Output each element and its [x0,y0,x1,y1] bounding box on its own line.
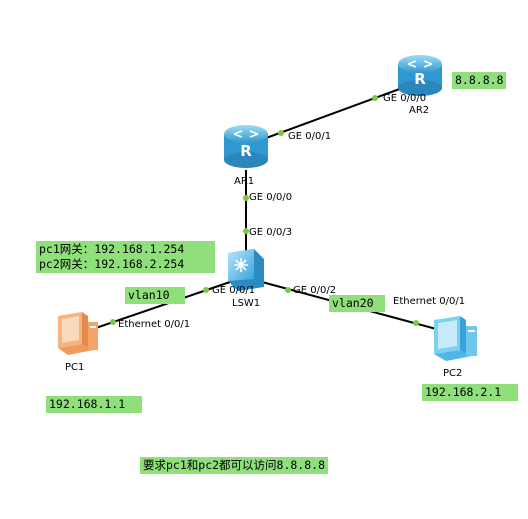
note-pc2-ip: 192.168.2.1 [422,384,518,401]
note-gateway-pc1: pc1网关：192.168.1.254 [39,242,185,256]
port-dot-lsw1-ge003 [243,228,249,234]
port-dot-ar1-ge001 [278,130,284,136]
note-ar2-ip: 8.8.8.8 [452,72,507,89]
pc-icon [434,316,477,361]
port-label-ar1-ge000: GE 0/0/0 [249,192,293,203]
note-vlan20: vlan20 [329,295,385,312]
pc-pc1[interactable] [52,310,102,358]
pc-icon [58,312,98,355]
port-label-lsw1-ge001: GE 0/0/1 [212,285,256,296]
port-label-pc2-eth: Ethernet 0/0/1 [393,296,466,307]
device-label-lsw1: LSW1 [232,298,261,309]
svg-text:R: R [414,70,426,88]
port-label-pc1-eth: Ethernet 0/0/1 [118,319,191,330]
device-label-ar2: AR2 [409,105,430,116]
port-dot-pc1-eth [110,319,116,325]
port-dot-lsw1-ge001 [203,287,209,293]
router-icon: R [224,125,268,168]
device-label-pc2: PC2 [443,368,463,379]
note-requirement: 要求pc1和pc2都可以访问8.8.8.8 [140,457,329,474]
port-dot-ar2-ge000 [372,95,378,101]
note-pc1-ip: 192.168.1.1 [46,396,142,413]
port-label-lsw1-ge003: GE 0/0/3 [249,227,293,238]
router-ar1[interactable]: R [222,124,270,170]
port-label-ar1-ge001: GE 0/0/1 [288,131,332,142]
switch-icon [228,249,264,291]
router-icon: R [398,55,442,96]
port-dot-lsw1-ge002 [285,287,291,293]
port-label-lsw1-ge002: GE 0/0/2 [293,285,337,296]
note-gateways: pc1网关：192.168.1.254 pc2网关：192.168.2.254 [36,241,215,273]
port-dot-pc2-eth [413,320,419,326]
router-ar2[interactable]: R [396,54,444,98]
switch-lsw1[interactable] [224,247,268,293]
pc-pc2[interactable] [428,314,482,364]
note-vlan10: vlan10 [125,287,185,304]
device-label-pc1: PC1 [65,362,85,373]
note-gateway-pc2: pc2网关：192.168.2.254 [39,257,185,271]
port-dot-ar1-ge000 [243,195,249,201]
svg-text:R: R [240,142,252,160]
port-label-ar2-ge000: GE 0/0/0 [383,93,427,104]
device-label-ar1: AR1 [234,176,255,187]
